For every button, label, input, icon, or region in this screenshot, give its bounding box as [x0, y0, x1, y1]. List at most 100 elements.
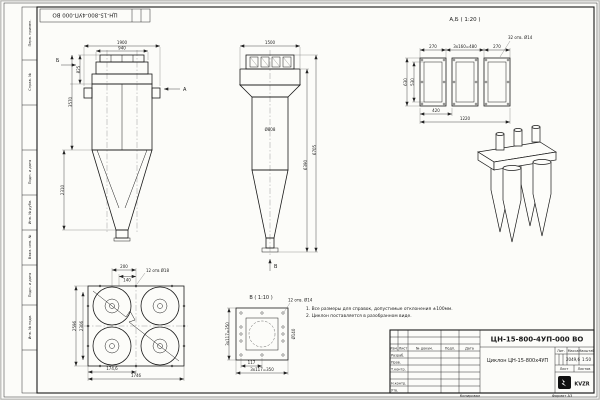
format-label: Формат А3 [552, 394, 572, 398]
title-right-grid: Лит. Масса Масштаб 2049,6 1:50 Лист Лист… [557, 349, 594, 371]
technical-notes: 1. Все размеры для справок, допустимые о… [306, 306, 453, 319]
dim-front-cone-height: 2310 [60, 149, 66, 231]
svg-text:940: 940 [118, 46, 126, 51]
note-line-2: 2. Циклон поставляется в разобранном вид… [306, 312, 412, 319]
dim-ab-height-inner: 530 [410, 61, 416, 103]
side-label-inv-dubl: Инв. № дубл. [28, 200, 32, 225]
side-column: Перв. примен. Справ. № Подп. и дата Инв.… [21, 6, 38, 394]
dim-v-diameter: Ø140 [291, 328, 296, 339]
dim-v-total: 3х117=350 [235, 367, 289, 375]
side-view-extension-lines [239, 47, 318, 253]
svg-text:630: 630 [403, 78, 408, 86]
col-podp: Подп. [445, 346, 455, 350]
side-label-sprav: Справ. № [28, 73, 32, 91]
svg-text:32 отв. Ø14: 32 отв. Ø14 [508, 35, 533, 40]
row-nkontr: Н.контр. [391, 381, 406, 385]
dim-front-top-height: 825 [76, 54, 82, 85]
svg-text:174,6: 174,6 [106, 366, 118, 371]
detail-ab-extension-lines [405, 48, 511, 124]
isometric-view [477, 125, 557, 243]
mass-label: Масса [568, 349, 579, 353]
svg-text:6705: 6705 [312, 144, 317, 155]
top-stamp-number: ЦН-15-800-4УП-000 ВО [52, 11, 118, 17]
row-utv: Утв. [391, 388, 398, 392]
svg-text:3570: 3570 [68, 96, 73, 107]
detail-ab-geometry [419, 57, 511, 107]
scale-value: 1:50 [582, 357, 591, 362]
company-logo: KVZR [558, 376, 590, 389]
sheet-frame: Перв. примен. Справ. № Подп. и дата Инв.… [3, 2, 598, 398]
svg-text:2310: 2310 [60, 184, 65, 195]
dim-v-pitch: 117 [240, 360, 263, 368]
row-razrab: Разраб. [391, 353, 404, 357]
dim-plan-v-inner: 2306 [79, 291, 85, 361]
svg-text:12 отв. Ø14: 12 отв. Ø14 [288, 298, 313, 303]
dim-front-total-width: 1900 [83, 40, 161, 48]
callout-plan-holes: 12 отв Ø18 [136, 268, 169, 285]
plan-bolt-holes [86, 284, 186, 368]
svg-text:420: 420 [432, 108, 440, 113]
callout-v-holes: 12 отв. Ø14 [283, 298, 313, 313]
scale-label: Масштаб [578, 349, 594, 353]
sheets-label: Листов [578, 367, 591, 371]
svg-text:В: В [274, 264, 278, 270]
front-view-centerlines [106, 50, 138, 233]
svg-text:1220: 1220 [460, 116, 471, 121]
dim-plan-w-total: 1746 [87, 373, 185, 381]
title-block-grid [390, 330, 594, 393]
front-view-geometry [83, 54, 161, 242]
detail-ab-label: А,Б ( 1:20 ) [449, 17, 480, 23]
svg-text:270: 270 [493, 44, 501, 49]
dim-ab-left: 270 [419, 44, 447, 52]
svg-text:1746: 1746 [131, 373, 142, 378]
plan-view: 200 140 12 отв Ø18 2596 2306 174,6 1746 [72, 264, 188, 381]
dim-ab-width-single: 420 [419, 108, 453, 116]
detail-ab: А,Б ( 1:20 ) 270 [403, 17, 533, 124]
doc-number: ЦН-15-800-4УП-000 ВО [491, 336, 584, 344]
row-prov: Пров. [391, 360, 401, 364]
title-header-row: Изм. Лист № докум. Подп. Дата [390, 346, 474, 350]
row-tkontr: Т.контр. [390, 367, 406, 371]
dim-side-total-height: 6705 [312, 54, 318, 253]
plan-break-zigzag [92, 290, 180, 362]
mass-value: 2049,6 [566, 357, 580, 362]
kvzr-logo-icon [558, 376, 571, 389]
svg-text:530: 530 [410, 78, 415, 86]
view-arrow-b: Б [56, 58, 77, 67]
side-view: 1500 Ø808 6705 6390 В [239, 40, 318, 271]
side-label-podp-data-2: Подп. и дата [28, 273, 32, 297]
svg-text:3х117=350: 3х117=350 [250, 367, 274, 372]
dim-ab-mid: 3х160=480 [445, 44, 485, 52]
detail-v-extension-lines [227, 307, 289, 375]
svg-text:6390: 6390 [303, 159, 308, 170]
dim-plan-140: 140 [118, 274, 137, 283]
dim-plan-w-inner: 174,6 [87, 366, 137, 374]
plan-geometry [86, 284, 186, 368]
side-label-perv-primen: Перв. примен. [28, 20, 32, 47]
svg-text:А: А [183, 87, 187, 93]
dim-plan-v-outer: 2596 [72, 285, 78, 367]
dim-ab-height-outer: 630 [403, 57, 409, 107]
dim-plan-200: 200 [111, 264, 137, 272]
iso-front-cyclones [502, 159, 552, 243]
view-arrow-a: А [163, 87, 187, 93]
svg-text:3х117=350: 3х117=350 [225, 322, 230, 346]
col-list: Лист [399, 346, 408, 350]
kvzr-logo-glyph [561, 379, 567, 387]
title-block-border [389, 329, 595, 394]
dim-front-inner-width: 940 [95, 46, 149, 53]
side-label-inv-podl: Инв. № подл. [28, 315, 32, 340]
detail-ab-bolt-holes [420, 58, 510, 106]
dim-front-body-height: 3570 [68, 54, 74, 151]
detail-v: В ( 1:10 ) 12 отв. Ø14 117 3х117=350 [225, 295, 313, 375]
outer-border [3, 2, 598, 398]
lit-label: Лит. [557, 349, 565, 353]
svg-text:Б: Б [56, 58, 60, 64]
title-signature-rows: Разраб. Пров. Т.контр. Н.контр. Утв. [390, 353, 406, 392]
svg-text:1500: 1500 [265, 40, 276, 45]
side-label-podp-data-1: Подп. и дата [28, 160, 32, 184]
svg-text:140: 140 [123, 278, 131, 283]
col-data: Дата [465, 346, 474, 350]
svg-text:2596: 2596 [72, 320, 77, 331]
